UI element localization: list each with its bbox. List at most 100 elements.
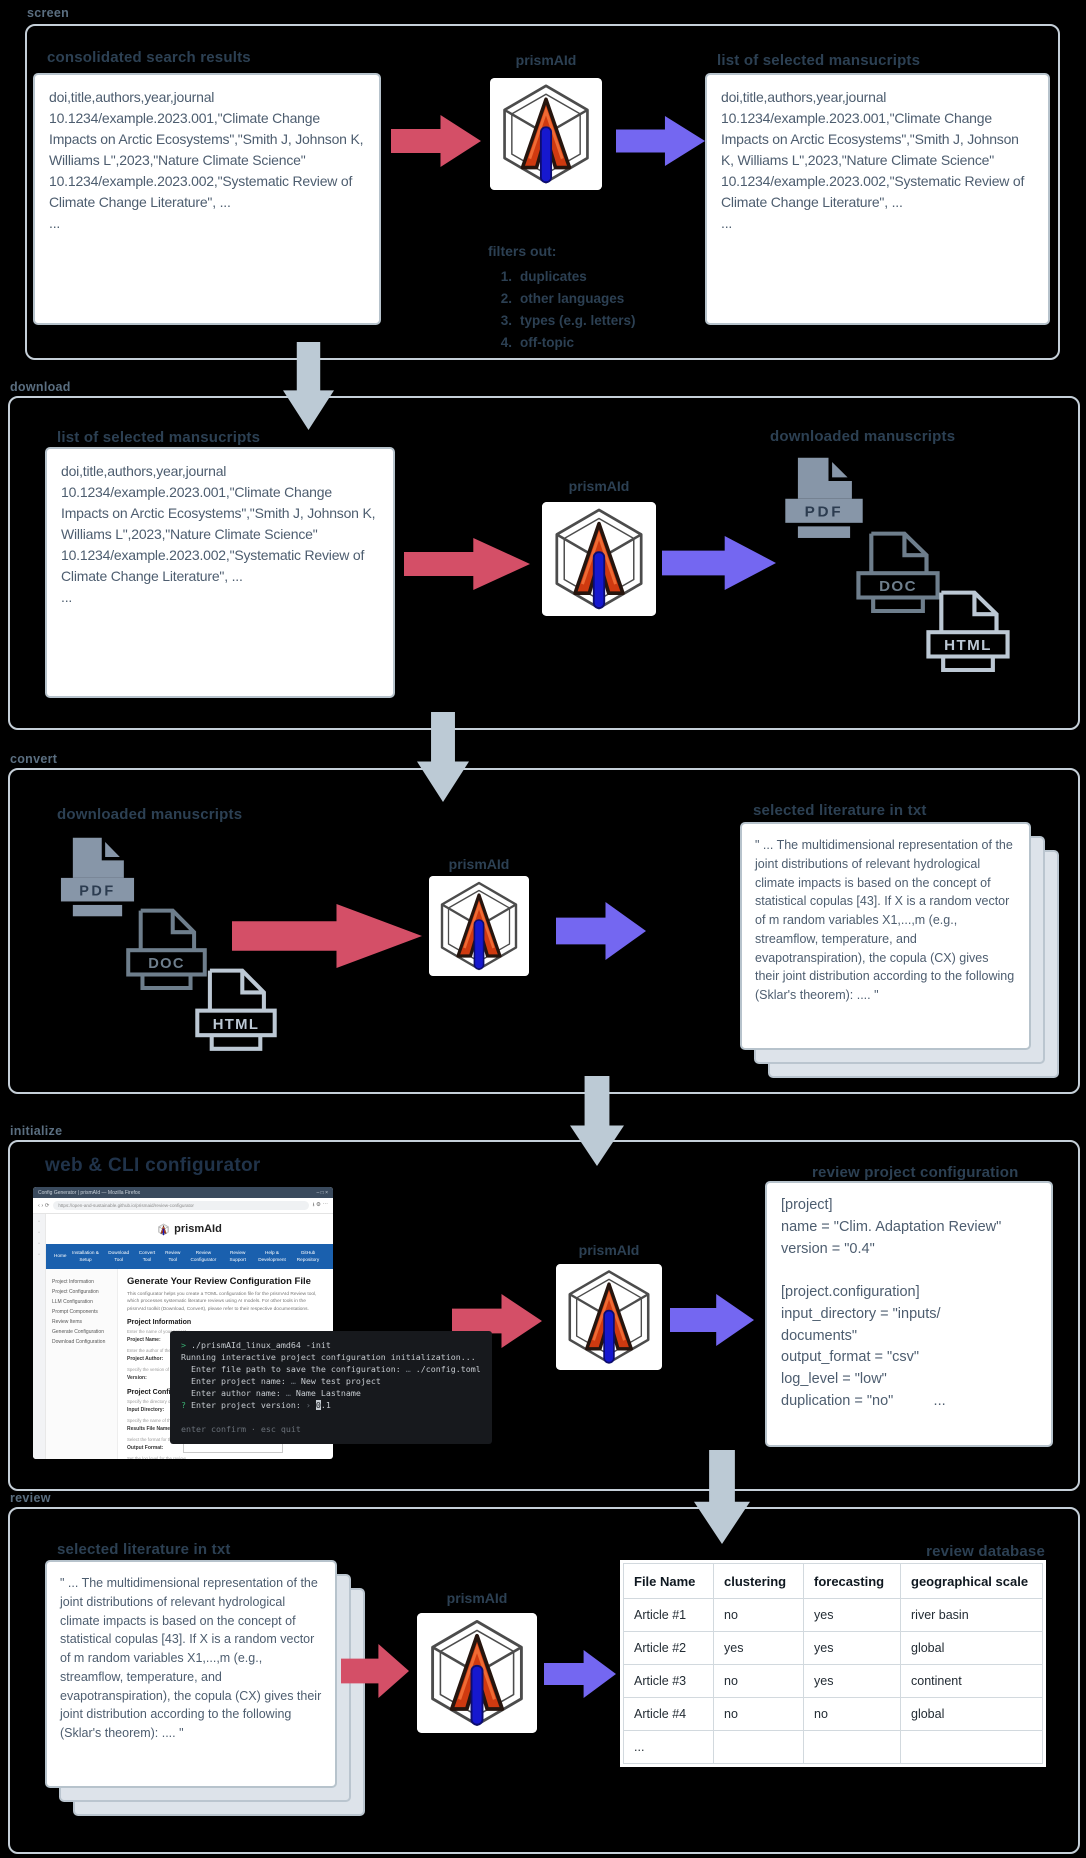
table-cell: no [803,1697,901,1731]
text-line: 10.1234/example.2023.002,"Systematic Rev… [61,547,368,584]
nav-item: Convert Tool [138,1250,156,1262]
sidebar-item: Project Information [52,1279,94,1285]
form-hint: Set the log level for the review. [127,1456,187,1459]
table-cell: global [900,1697,1043,1731]
selected-literature-label-2: selected literature in txt [57,1541,231,1558]
table-cell: Article #4 [623,1697,714,1731]
form-hint: Specify the version of the project. [127,1367,192,1373]
text-line: 10.1234/example.2023.001,"Climate Change… [49,110,367,168]
nav-item: Review Support [229,1250,246,1262]
nav-item: Installation & Setup [72,1250,99,1262]
form-label: Project Author: [127,1356,164,1363]
prismaid-logo-icon [490,78,602,190]
terminal-line [181,1411,481,1423]
downloaded-manuscripts-label: downloaded manuscripts [770,428,956,445]
text-line: [project] [781,1197,833,1213]
review-database-label: review database [926,1543,1045,1560]
sidebar-item: Prompt Components [52,1309,98,1315]
table-cell: Article #1 [623,1598,714,1632]
selected-literature-box: " ... The multidimensional representatio… [740,822,1031,1050]
text-line: documents" [781,1327,858,1344]
terminal-line: Enter project name: … New test project [181,1376,381,1387]
filter-item: 4.off-topic [500,335,574,350]
prismaid-logo-icon [417,1613,537,1733]
browser-nav-icons: ‹ › ⟳ [38,1202,50,1209]
form-hint: Enter the author of the project. [127,1348,187,1354]
filters-title: filters out: [488,243,557,259]
pdf-file-icon: PDF [55,833,140,932]
form-hint: Specify the name of the results file. [127,1418,196,1424]
table-cell: yes [713,1631,804,1665]
filter-item: 3.types (e.g. letters) [500,313,636,328]
prismaid-label: prismAId [515,52,577,68]
form-section-heading: Project Config [127,1389,175,1397]
table-cell: no [713,1697,804,1731]
table-cell: yes [803,1598,901,1632]
table-cell: no [713,1598,804,1632]
text-line [781,1260,1037,1282]
svg-text:PDF: PDF [805,504,844,521]
nav-item: Review Tool [165,1250,181,1262]
text-line: ... [721,215,733,231]
sidebar-item: LLM Configuration [52,1299,93,1305]
text-line: ... [61,589,73,605]
browser-tab-strip: ▫▫▫▫ [33,1214,46,1459]
browser-window-title: Config Generator | prismAId — Mozilla Fi… [38,1189,141,1196]
page-intro: This configurator helps you create a TOM… [127,1292,317,1312]
review-config-box: [project] name = "Clim. Adaptation Review… [765,1181,1053,1447]
html-file-icon: HTML [191,967,281,1067]
terminal-line: Running interactive project configuratio… [181,1352,476,1363]
form-hint: Enter the name of your project. [127,1329,188,1335]
prismaid-logo-icon [556,1264,662,1370]
terminal-line: enter confirm · esc quit [181,1424,301,1435]
text-line: 10.1234/example.2023.001,"Climate Change… [61,484,379,542]
table-header-cell: forecasting [803,1563,901,1599]
prismaid-logo-icon [542,502,656,616]
section-label-download: download [10,380,71,394]
filter-item: 1.duplicates [500,269,587,284]
svg-text:DOC: DOC [148,956,185,972]
selected-manuscripts-box-2: doi,title,authors,year,journal 10.1234/ex… [45,447,395,698]
svg-text:DOC: DOC [879,578,917,595]
page-title: Generate Your Review Configuration File [127,1276,311,1287]
review-config-label: review project configuration [812,1164,1019,1181]
selected-manuscripts-label: list of selected mansucripts [717,52,921,69]
table-cell: Article #2 [623,1631,714,1665]
prismaid-label: prismAId [446,1590,508,1606]
form-label: Input Directory: [127,1407,165,1414]
section-box-download [8,396,1080,730]
table-cell: global [900,1631,1043,1665]
table-cell: yes [803,1664,901,1698]
form-input [183,1443,283,1454]
consolidated-results-box: doi,title,authors,year,journal 10.1234/ex… [33,73,381,325]
form-label: Version: [127,1375,147,1382]
filters-block: filters out: 1.duplicates 2.other languag… [488,243,688,354]
text-line: input_directory = "inputs/ [781,1305,941,1322]
nav-item: Download Tool [108,1250,130,1262]
section-box-screen [25,24,1060,360]
section-label-initialize: initialize [10,1124,63,1138]
section-box-convert [8,768,1080,1094]
table-cell [713,1730,804,1764]
window-controls-icons: – □ × [316,1189,329,1196]
terminal-line: > ./prismAId_linux_amd64 -init [181,1340,331,1350]
table-cell: ... [623,1730,714,1764]
text-line: doi,title,authors,year,journal [49,89,215,105]
sidebar-item: Download Configuration [52,1339,106,1345]
form-hint: Select the format for the results. [127,1437,190,1443]
text-line: [project.configuration] [781,1284,920,1300]
selected-literature-label: selected literature in txt [753,802,927,819]
section-label-screen: screen [27,6,70,20]
text-line: name = "Clim. Adaptation Review" [781,1218,1002,1235]
url-bar: https://open-and-sustainable.github.io/p… [53,1201,309,1210]
nav-item: Help & Development [258,1250,286,1262]
text-line: doi,title,authors,year,journal [61,463,227,479]
filter-item: 2.other languages [500,291,625,306]
